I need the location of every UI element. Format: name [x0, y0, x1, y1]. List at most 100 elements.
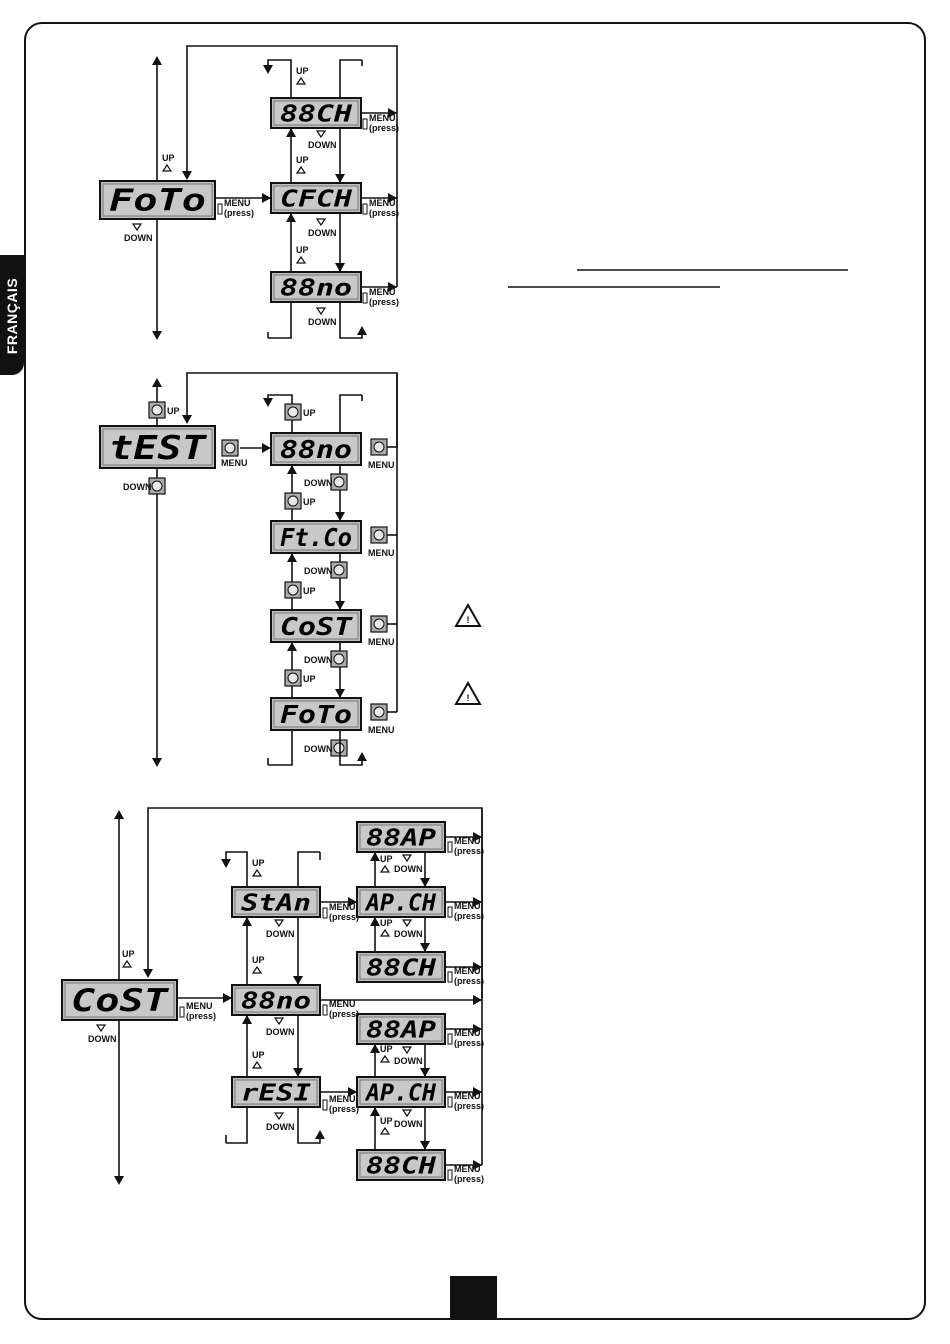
down-label: DOWN [304, 478, 333, 488]
menu-button-icon [322, 1004, 328, 1016]
up-label: UP [162, 153, 175, 163]
menu-button-icon [362, 118, 368, 130]
press-label: (press) [369, 208, 399, 218]
arrow-head [152, 56, 162, 65]
arrow-head [420, 943, 430, 952]
button-circle-icon [287, 584, 299, 596]
warning-exclamation: ! [467, 693, 470, 703]
arrow-head [370, 1044, 380, 1053]
connector-line [226, 1107, 248, 1144]
lcd-text: AP.CH [364, 890, 436, 916]
lcd-text: 88no [280, 435, 352, 464]
menu-label: MENU [454, 1164, 481, 1174]
warning-triangle-icon: ! [454, 602, 482, 627]
button-circle-icon [333, 476, 345, 488]
lcd-screen [273, 435, 359, 463]
button-circle-icon [333, 742, 345, 754]
menu-label: MENU [454, 1028, 481, 1038]
lcd-foto-item: 88CH [270, 97, 362, 129]
arrow-head [335, 601, 345, 610]
lcd-text: FoTo [280, 700, 352, 729]
lcd-screen [273, 100, 359, 126]
arrow-head [287, 465, 297, 474]
arrow-head [114, 810, 124, 819]
menu-button-icon [362, 203, 368, 215]
up-triangle-icon [161, 163, 173, 172]
down-triangle-icon [401, 1046, 413, 1055]
menu-button-icon [447, 906, 453, 918]
menu-button-icon [447, 841, 453, 853]
lcd-main-foto: FoTo [99, 180, 216, 220]
button-circle-icon [373, 618, 385, 630]
down-label: DOWN [394, 1119, 423, 1129]
arrow-head [286, 128, 296, 137]
lcd-stan-sub: AP.CH [356, 886, 446, 918]
down-label: DOWN [394, 864, 423, 874]
menu-button-icon [362, 292, 368, 304]
down-triangle-icon [401, 854, 413, 863]
lcd-screen [359, 954, 443, 980]
arrow-head [335, 689, 345, 698]
menu-label: MENU [329, 902, 356, 912]
menu-button-icon [447, 1033, 453, 1045]
up-triangle-icon [251, 965, 263, 974]
menu-button-icon [447, 1096, 453, 1108]
up-triangle-icon [379, 864, 391, 873]
lcd-resi-sub: 88AP [356, 1013, 446, 1045]
connector-line [339, 59, 362, 98]
lcd-cost-middle: rESI [231, 1076, 321, 1108]
menu-label: MENU [368, 460, 395, 470]
arrow-head [315, 1130, 325, 1139]
arrow-head [182, 415, 192, 424]
down-triangle-icon [273, 1112, 285, 1121]
lcd-text: 88CH [366, 955, 436, 981]
lcd-screen [273, 523, 359, 551]
lcd-text: 88no [241, 988, 311, 1014]
press-label: (press) [454, 1038, 484, 1048]
lcd-text: 88AP [366, 1017, 436, 1043]
connector-line [225, 851, 248, 887]
lcd-screen [273, 185, 359, 211]
arrow-head [182, 171, 192, 180]
button-circle-icon [287, 495, 299, 507]
down-triangle-icon [401, 919, 413, 928]
menu-label: MENU [454, 1091, 481, 1101]
lcd-screen [359, 1079, 443, 1105]
up-label: UP [380, 1044, 393, 1054]
lcd-stan-sub: 88CH [356, 951, 446, 983]
arrow-head [152, 758, 162, 767]
button-circle-icon [151, 480, 163, 492]
lcd-text: 88AP [366, 825, 436, 851]
arrow-head [293, 976, 303, 985]
down-triangle-icon [273, 1017, 285, 1026]
menu-label: MENU [369, 113, 396, 123]
lcd-resi-sub: AP.CH [356, 1076, 446, 1108]
up-label: UP [303, 497, 316, 507]
arrow-head [152, 331, 162, 340]
arrow-head [242, 917, 252, 926]
press-label: (press) [329, 1009, 359, 1019]
lcd-stan-sub: 88AP [356, 821, 446, 853]
arrow-head [335, 174, 345, 183]
menu-button-icon [322, 1099, 328, 1111]
up-triangle-icon [251, 868, 263, 877]
up-triangle-icon [379, 928, 391, 937]
lcd-text: tEST [109, 428, 207, 467]
lcd-screen [234, 889, 318, 915]
arrow-head [223, 993, 232, 1003]
up-triangle-icon [379, 1054, 391, 1063]
arrow-head [357, 326, 367, 335]
press-label: (press) [224, 208, 254, 218]
up-label: UP [303, 674, 316, 684]
lcd-screen [359, 1016, 443, 1042]
up-label: UP [380, 1116, 393, 1126]
lcd-foto-item: 88no [270, 271, 362, 303]
up-label: UP [296, 245, 309, 255]
down-triangle-icon [401, 1109, 413, 1118]
up-label: UP [296, 155, 309, 165]
down-label: DOWN [394, 929, 423, 939]
button-circle-icon [333, 564, 345, 576]
press-label: (press) [329, 1104, 359, 1114]
lcd-screen [273, 612, 359, 640]
